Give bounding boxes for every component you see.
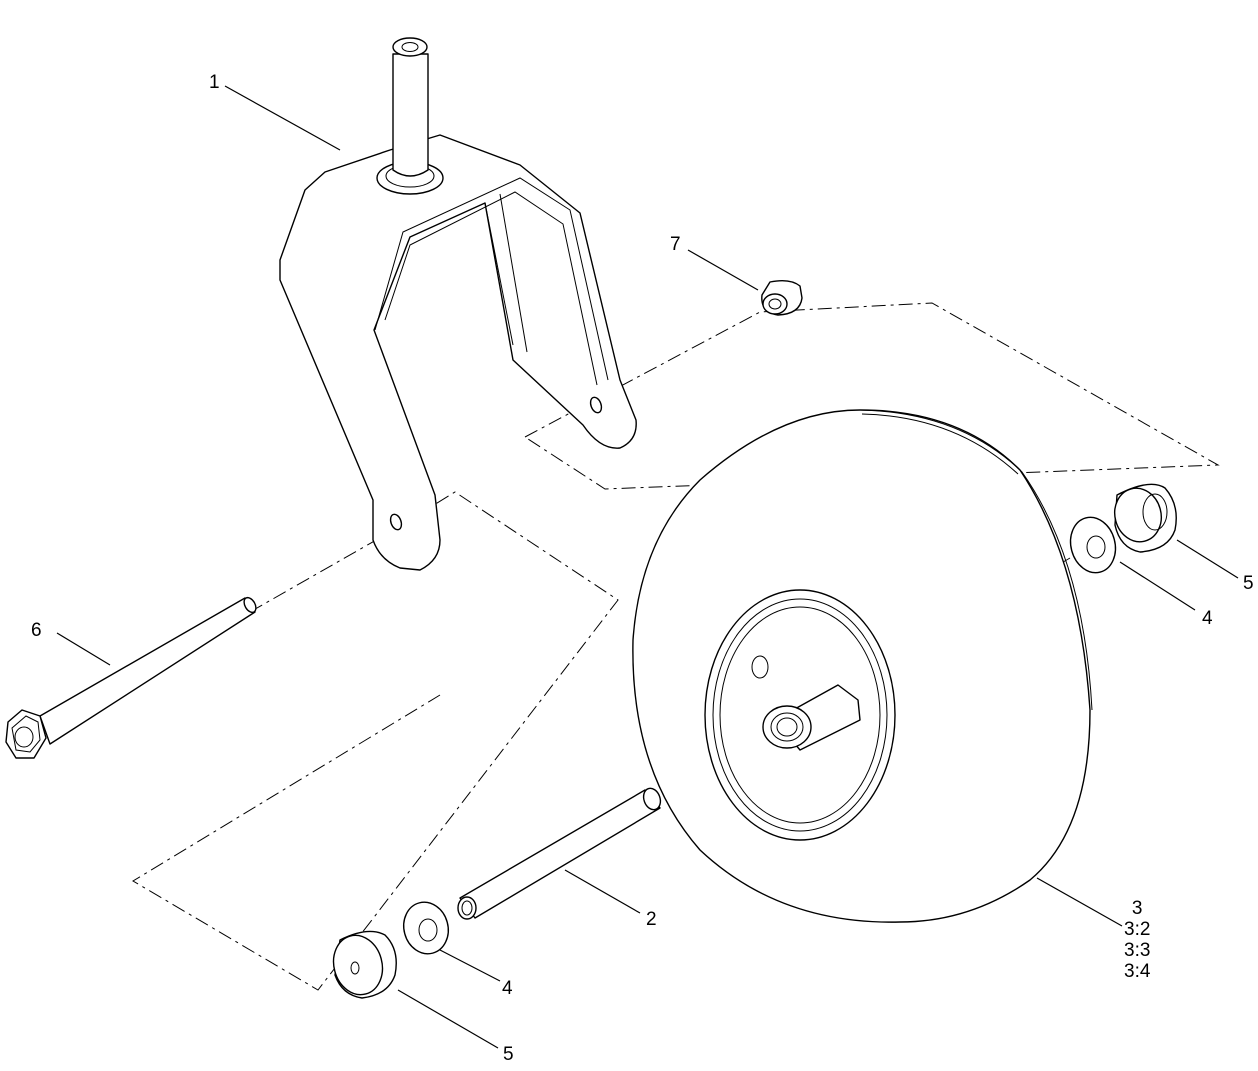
callout-3-2: 3:2 (1124, 919, 1151, 940)
callout-5-right: 5 (1243, 573, 1254, 594)
callout-4-right: 4 (1202, 608, 1213, 629)
wheel-tire (632, 409, 1093, 923)
callout-7: 7 (670, 234, 681, 255)
leader-lines (56, 85, 1239, 1049)
callout-1: 1 (209, 72, 220, 93)
callout-5-left: 5 (503, 1044, 514, 1065)
callout-3: 3 (1131, 898, 1143, 919)
bearing-left (332, 930, 397, 999)
callout-3-group: 3 3:2 3:3 3:4 (1124, 898, 1150, 982)
spacer-tube (457, 787, 662, 920)
callout-3-4: 3:4 (1124, 961, 1151, 982)
washer-left (403, 901, 449, 955)
callout-6: 6 (31, 620, 42, 641)
caster-fork (279, 37, 637, 571)
flange-nut (761, 279, 803, 316)
bolt (5, 596, 257, 759)
bearing-right (1114, 483, 1177, 553)
callout-2: 2 (646, 909, 657, 930)
callout-3-3: 3:3 (1124, 940, 1151, 961)
callout-4-left: 4 (502, 978, 513, 999)
washer-right (1069, 516, 1117, 574)
